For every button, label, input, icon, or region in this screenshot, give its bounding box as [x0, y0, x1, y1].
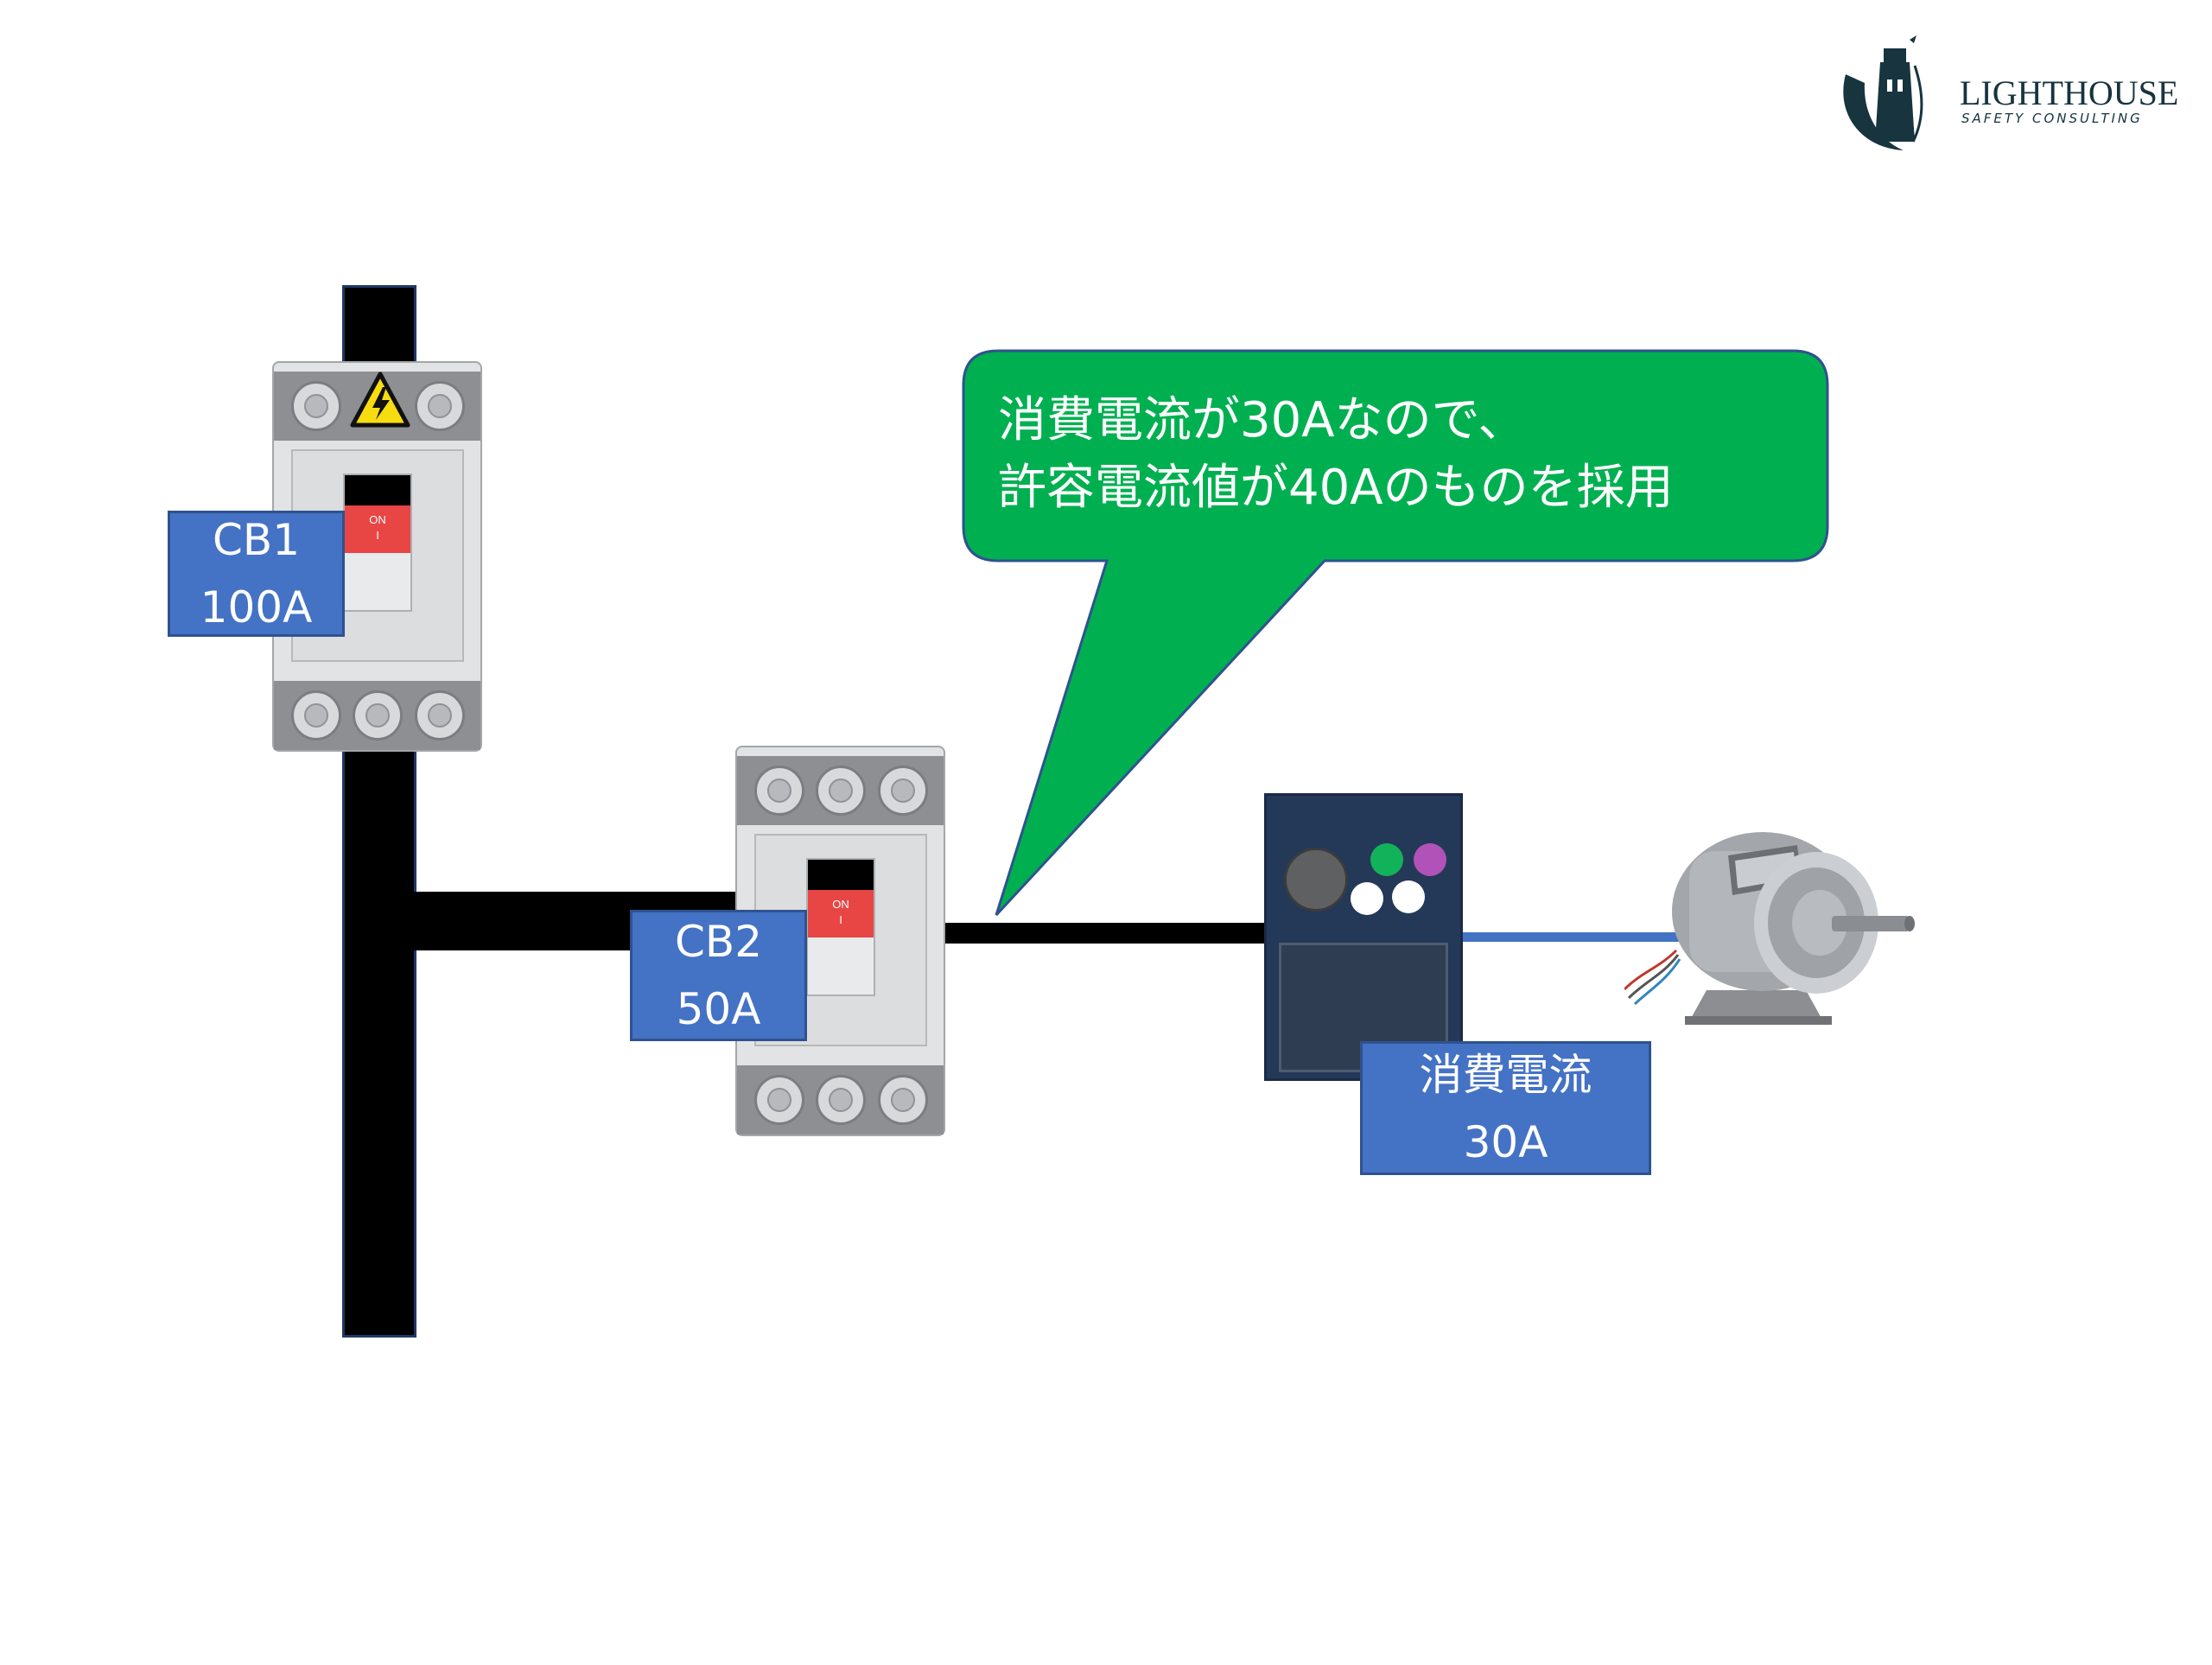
- company-logo: LIGHTHOUSE SAFETY CONSULTING: [1830, 31, 2178, 152]
- cb2-bottom-terminals: [737, 1065, 944, 1134]
- white-button-icon: [1351, 882, 1383, 915]
- motor-cable: [1460, 932, 1694, 942]
- switch-on-label: ON: [832, 898, 849, 911]
- cb2-rating: 50A: [676, 984, 761, 1034]
- cb1-label: CB1 100A: [168, 511, 345, 637]
- inverter-unit: [1264, 793, 1463, 1081]
- terminal-screw-icon: [878, 1075, 928, 1125]
- callout-text: 消費電流が30Aなので、 許容電流値が40Aのものを採用: [998, 387, 1810, 522]
- cb1-name: CB1: [212, 515, 301, 565]
- cb2-name: CB2: [674, 917, 763, 967]
- logo-tagline: SAFETY CONSULTING: [1961, 111, 2143, 126]
- green-indicator-icon: [1370, 843, 1403, 876]
- terminal-screw-icon: [816, 766, 866, 816]
- cb2-switch-handle[interactable]: ON I: [808, 890, 874, 937]
- cb2-label: CB2 50A: [630, 910, 807, 1041]
- electric-motor-icon: [1624, 832, 1915, 1025]
- cb1-switch-window: ON I: [343, 473, 412, 612]
- switch-on-label: ON: [369, 513, 386, 526]
- load-label-text: 消費電流: [1419, 1049, 1592, 1100]
- inverter-knob-icon: [1284, 848, 1348, 912]
- magenta-indicator-icon: [1414, 843, 1446, 876]
- terminal-screw-icon: [415, 381, 465, 431]
- cb1-bottom-terminals: [274, 681, 480, 750]
- load-current-value: 30A: [1463, 1116, 1548, 1167]
- cb1-rating: 100A: [200, 582, 313, 632]
- switch-on-mark: I: [839, 913, 842, 926]
- logo-name: LIGHTHOUSE: [1960, 73, 2179, 112]
- callout-line-2: 許容電流値が40Aのものを採用: [998, 460, 1674, 516]
- terminal-screw-icon: [754, 1075, 804, 1125]
- switch-on-mark: I: [376, 529, 379, 542]
- terminal-screw-icon: [415, 690, 465, 740]
- load-current-label: 消費電流 30A: [1360, 1041, 1651, 1175]
- feeder-line: [942, 923, 1267, 944]
- lighthouse-logo-icon: [1843, 35, 1923, 150]
- cb1-switch-handle[interactable]: ON I: [345, 505, 410, 553]
- white-button-icon: [1392, 880, 1425, 913]
- high-voltage-warning-icon: [350, 372, 410, 428]
- terminal-screw-icon: [291, 381, 341, 431]
- callout-line-1: 消費電流が30Aなので、: [998, 392, 1527, 448]
- cb2-switch-window: ON I: [806, 858, 875, 996]
- terminal-screw-icon: [754, 766, 804, 816]
- terminal-screw-icon: [816, 1075, 866, 1125]
- terminal-screw-icon: [353, 690, 403, 740]
- cb2-top-terminals: [737, 756, 944, 825]
- terminal-screw-icon: [291, 690, 341, 740]
- terminal-screw-icon: [878, 766, 928, 816]
